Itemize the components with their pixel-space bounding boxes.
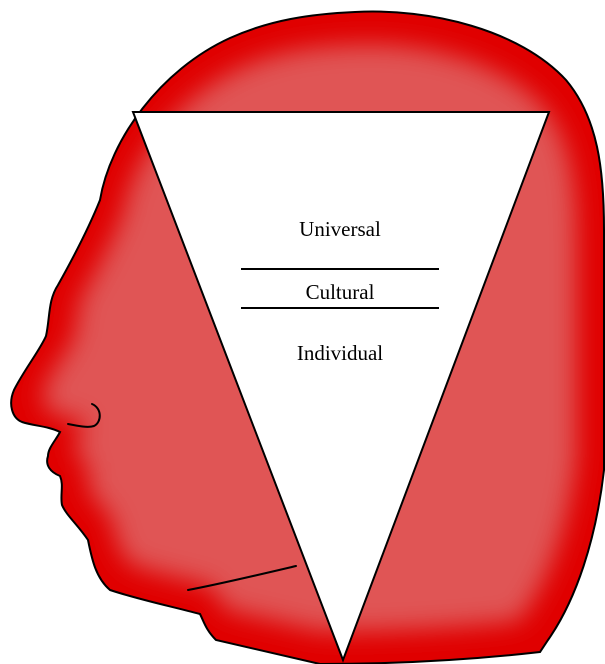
layer-label-universal: Universal: [299, 217, 381, 241]
layer-label-individual: Individual: [297, 341, 383, 365]
layer-label-cultural: Cultural: [306, 280, 375, 304]
